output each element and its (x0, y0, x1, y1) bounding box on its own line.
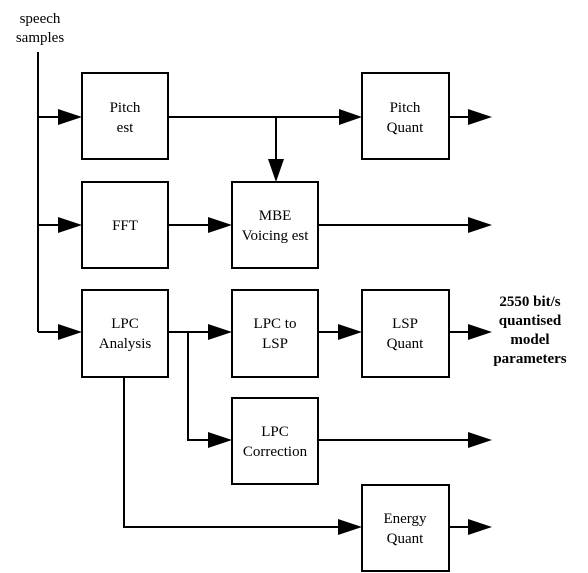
energy-quant-line1: Energy (383, 511, 427, 527)
block-lpc-analysis: LPC Analysis (81, 289, 169, 378)
block-lpc-correction: LPC Correction (231, 397, 319, 485)
arrow-mbe-out (468, 217, 492, 233)
input-label-line1: speech (20, 11, 61, 27)
arrow-lsp-quant-out (468, 324, 492, 340)
arrow-energy-out (468, 519, 492, 535)
block-mbe-voicing: MBE Voicing est (231, 181, 319, 269)
output-label-line2: quantised (499, 313, 562, 329)
arrow-pitch-quant (339, 109, 362, 125)
lpc-analysis-line1: LPC (111, 316, 139, 332)
lsp-quant-line2: Quant (387, 336, 424, 352)
lsp-quant-line1: LSP (392, 316, 418, 332)
input-label-line2: samples (16, 30, 64, 46)
arrow-in-pitch (58, 109, 82, 125)
block-lpc-to-lsp: LPC to LSP (231, 289, 319, 378)
arrow-in-lpc (58, 324, 82, 340)
arrow-correction-out (468, 432, 492, 448)
wire-lpc-to-energy (123, 377, 341, 528)
pitch-quant-line2: Quant (387, 120, 424, 136)
lpc-to-lsp-line1: LPC to (254, 316, 297, 332)
lpc-analysis-line2: Analysis (99, 336, 152, 352)
arrow-pitch-quant-out (468, 109, 492, 125)
arrow-lpc-energy (338, 519, 362, 535)
wire-lpc-to-correction (187, 332, 211, 441)
mbe-line1: MBE (259, 208, 292, 224)
arrow-lpc-lsp (208, 324, 232, 340)
arrow-pitch-mbe (268, 159, 284, 182)
arrow-lsp-quant (338, 324, 362, 340)
arrow-lpc-correction (208, 432, 232, 448)
block-pitch-est: Pitch est (81, 72, 169, 160)
lpc-correction-line1: LPC (261, 424, 289, 440)
pitch-est-line1: Pitch (110, 100, 141, 116)
output-label-line3: model (510, 332, 549, 348)
block-pitch-quant: Pitch Quant (361, 72, 450, 160)
lpc-to-lsp-line2: LSP (262, 336, 288, 352)
block-energy-quant: Energy Quant (361, 484, 450, 572)
block-fft: FFT (81, 181, 169, 269)
lpc-correction-line2: Correction (243, 444, 308, 460)
arrow-fft-mbe (208, 217, 232, 233)
pitch-quant-line1: Pitch (390, 100, 421, 116)
block-lsp-quant: LSP Quant (361, 289, 450, 378)
fft-label: FFT (112, 218, 138, 234)
pitch-est-line2: est (117, 120, 134, 136)
energy-quant-line2: Quant (387, 531, 424, 547)
arrow-in-fft (58, 217, 82, 233)
output-label-line1: 2550 bit/s (499, 294, 560, 310)
output-label-line4: parameters (493, 351, 566, 367)
mbe-line2: Voicing est (242, 228, 310, 244)
